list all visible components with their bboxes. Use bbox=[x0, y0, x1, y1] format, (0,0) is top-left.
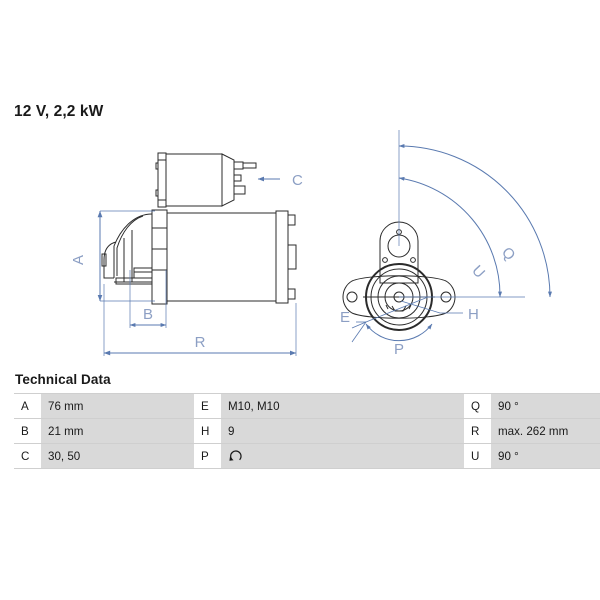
dimension-c: C bbox=[257, 172, 303, 189]
motor-housing bbox=[166, 210, 297, 304]
dimension-r: R bbox=[103, 284, 297, 356]
dimension-b: B bbox=[129, 270, 167, 328]
dimension-label-p: P bbox=[394, 341, 404, 358]
spec-key-r: R bbox=[464, 418, 491, 444]
dimension-p: P bbox=[365, 323, 433, 358]
spec-value-p bbox=[221, 443, 464, 469]
spec-value-h: 9 bbox=[221, 418, 464, 444]
spec-key-b: B bbox=[14, 418, 41, 444]
solenoid-body bbox=[155, 152, 235, 208]
technical-data-heading: Technical Data bbox=[15, 372, 111, 387]
end-view-group: E H P U bbox=[340, 130, 552, 358]
spec-key-p: P bbox=[194, 443, 221, 469]
technical-drawings: A B C R bbox=[0, 110, 600, 365]
dimension-e: E bbox=[340, 296, 429, 343]
spec-value-r: max. 262 mm bbox=[491, 418, 600, 444]
dimension-label-a: A bbox=[70, 255, 87, 265]
spec-key-q: Q bbox=[464, 393, 491, 419]
side-view-group: A B C R bbox=[70, 152, 303, 356]
dimension-label-u: U bbox=[468, 262, 488, 282]
spec-key-a: A bbox=[14, 393, 41, 419]
table-row: B 21 mm H 9 R max. 262 mm bbox=[14, 418, 600, 444]
dimension-h: H bbox=[400, 300, 479, 323]
spec-value-c: 30, 50 bbox=[41, 443, 194, 469]
dimension-label-c: C bbox=[292, 172, 303, 189]
dimension-label-q: Q bbox=[498, 244, 518, 264]
dimension-label-r: R bbox=[195, 334, 206, 351]
spec-value-b: 21 mm bbox=[41, 418, 194, 444]
drawings-canvas: A B C R bbox=[70, 130, 552, 358]
spec-key-h: H bbox=[194, 418, 221, 444]
dimension-label-h: H bbox=[468, 306, 479, 323]
spec-value-e: M10, M10 bbox=[221, 393, 464, 419]
spec-value-a: 76 mm bbox=[41, 393, 194, 419]
drive-end-housing bbox=[101, 209, 168, 305]
solenoid-terminals bbox=[233, 161, 257, 195]
spec-value-q: 90 ° bbox=[491, 393, 600, 419]
spec-key-e: E bbox=[194, 393, 221, 419]
dimension-label-e: E bbox=[340, 309, 350, 326]
mounting-hole-left bbox=[346, 291, 358, 303]
technical-data-section: Technical Data A 76 mm E M10, M10 Q 90 °… bbox=[14, 372, 600, 469]
spec-key-c: C bbox=[14, 443, 41, 469]
dimension-label-b: B bbox=[143, 306, 153, 323]
dimension-a: A bbox=[70, 210, 155, 302]
table-row: C 30, 50 P U 90 ° bbox=[14, 443, 600, 469]
counterclockwise-rotation-icon bbox=[228, 449, 243, 464]
specifications-table: A 76 mm E M10, M10 Q 90 ° B 21 mm H 9 R … bbox=[14, 393, 600, 469]
table-row: A 76 mm E M10, M10 Q 90 ° bbox=[14, 393, 600, 419]
spec-value-u: 90 ° bbox=[491, 443, 600, 469]
spec-key-u: U bbox=[464, 443, 491, 469]
page-title: 12 V, 2,2 kW bbox=[14, 103, 104, 120]
